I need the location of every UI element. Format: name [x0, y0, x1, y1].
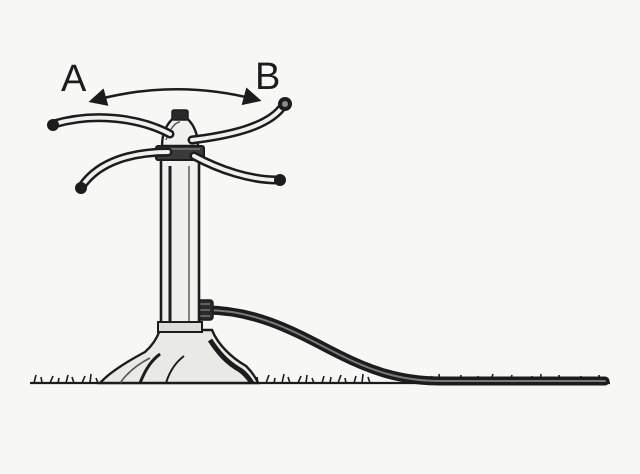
rotation-arrow-icon	[92, 89, 258, 101]
label-a: A	[61, 60, 86, 98]
nozzle-upper-left	[47, 119, 59, 131]
nozzle-lower-right	[274, 174, 286, 186]
nozzle-lower-left	[75, 182, 87, 194]
sprinkler-base	[100, 330, 258, 383]
label-b: B	[255, 58, 280, 96]
sprinkler-riser	[158, 158, 202, 332]
